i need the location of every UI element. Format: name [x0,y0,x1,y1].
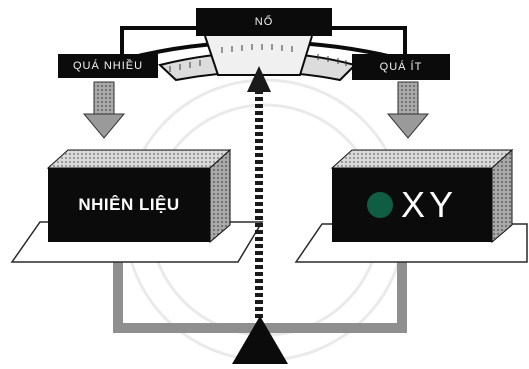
gauge-needle [247,66,271,318]
too-little-label-text: QUÁ ÍT [379,61,423,73]
gauge-scale-ticks [169,44,347,72]
oxy-o-circle-icon [366,192,393,218]
oxy-block [330,148,514,244]
too-much-label: QUÁ NHIỀU [58,54,158,78]
gauge-title-text: NỔ [254,16,274,28]
oxy-block-label: XY [332,168,492,242]
oxy-block-text: XY [400,184,458,225]
too-little-label: QUÁ ÍT [352,54,450,80]
fulcrum [232,316,288,364]
fuel-block [46,148,232,244]
gauge-title: NỔ [196,8,332,36]
right-down-arrow [386,81,430,139]
fuel-block-text: NHIÊN LIỆU [78,195,180,214]
oxy-block-text-wrap: XY [366,184,458,226]
fuel-block-label: NHIÊN LIỆU [48,168,210,242]
too-much-label-text: QUÁ NHIỀU [72,60,144,72]
left-down-arrow [82,81,126,139]
